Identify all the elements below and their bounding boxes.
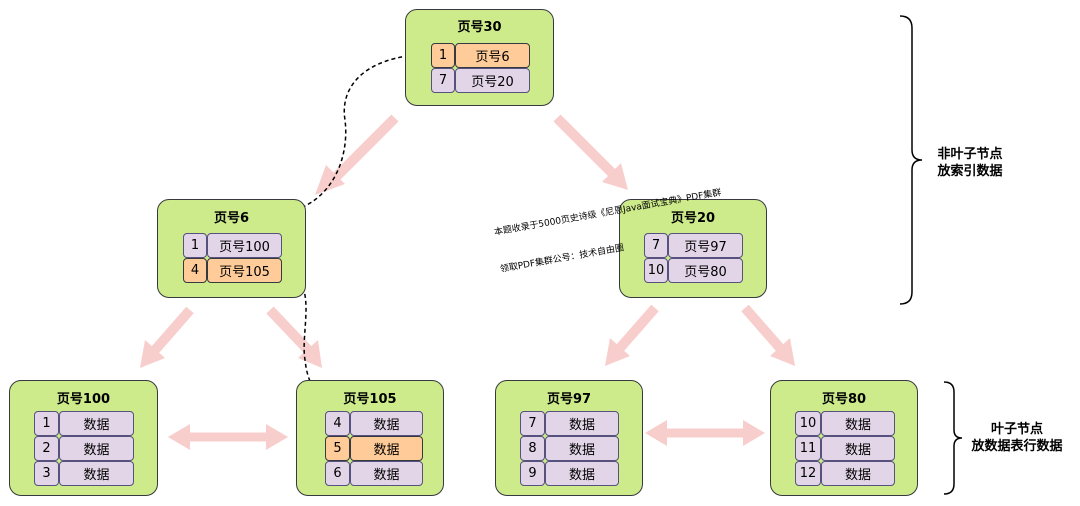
- node-title: 页号105: [343, 392, 397, 407]
- tree-node-page-20: 页号20 7 页号97 10 页号80: [619, 199, 767, 298]
- row-key: 5: [325, 436, 350, 461]
- leaf-label: 叶子节点 放数据表行数据: [962, 421, 1072, 455]
- row-key: 8: [520, 436, 545, 461]
- node-title: 页号97: [546, 392, 592, 407]
- leaf-label-line2: 放数据表行数据: [971, 439, 1063, 454]
- row-data: 数据: [350, 411, 423, 436]
- leaf-node-page-97: 页号97 7 数据 8 数据 9 数据: [495, 380, 643, 496]
- node-key: 7: [431, 68, 455, 93]
- row-data: 数据: [545, 411, 619, 436]
- arrowhead-n30-to-n6: [315, 165, 345, 195]
- arrow-n6-to-n105: [266, 306, 312, 354]
- tree-node-page-6: 页号6 1 页号100 4 页号105: [157, 199, 306, 298]
- arrow-n20-to-n80: [741, 304, 784, 352]
- row-key: 11: [795, 436, 821, 461]
- node-key: 1: [431, 43, 455, 68]
- row-key: 1: [34, 411, 59, 436]
- arrowhead-n6-to-n100: [140, 340, 165, 368]
- link-n100-n105-left-head: [168, 424, 190, 450]
- row-key: 7: [520, 411, 545, 436]
- node-pointer: 页号20: [455, 68, 530, 93]
- row-data: 数据: [350, 461, 423, 486]
- non-leaf-label-line2: 放索引数据: [937, 164, 1003, 179]
- row-key: 9: [520, 461, 545, 486]
- node-key: 7: [644, 233, 668, 258]
- node-title: 页号100: [56, 392, 111, 407]
- link-n100-n105-right-head: [266, 424, 288, 450]
- row-key: 2: [34, 436, 59, 461]
- node-key: 1: [183, 233, 207, 258]
- row-data: 数据: [821, 411, 895, 436]
- row-key: 12: [795, 461, 821, 486]
- arrow-n6-to-n100: [151, 306, 194, 354]
- row-data: 数据: [545, 461, 619, 486]
- node-key: 10: [644, 258, 668, 283]
- arrow-n30-to-n6: [331, 114, 399, 182]
- arrowhead-n30-to-n20: [602, 163, 628, 190]
- tree-node-page-30: 页号30 1 页号6 7 页号20: [405, 9, 554, 106]
- leaf-bracket: [943, 381, 963, 495]
- link-n97-n80-right-head: [743, 420, 765, 446]
- watermark-line-2: 领取PDF集群公号：技术自由圈: [499, 243, 625, 275]
- row-data: 数据: [545, 436, 619, 461]
- node-title: 页号80: [821, 392, 867, 407]
- arrowhead-n20-to-n97: [605, 338, 630, 366]
- node-pointer: 页号6: [455, 43, 530, 68]
- leaf-node-page-80: 页号80 10 数据 11 数据 12 数据: [770, 380, 918, 496]
- node-pointer: 页号97: [668, 233, 743, 258]
- node-title: 页号6: [213, 211, 250, 226]
- arrowhead-n6-to-n105: [298, 340, 322, 368]
- link-n97-n80-left-head: [645, 420, 667, 446]
- row-key: 4: [325, 411, 350, 436]
- arrow-n20-to-n97: [616, 304, 659, 352]
- row-key: 3: [34, 461, 59, 486]
- arrow-n30-to-n20: [553, 114, 616, 177]
- node-key: 4: [183, 258, 207, 283]
- non-leaf-bracket: [899, 15, 923, 305]
- node-title: 页号30: [457, 20, 502, 35]
- node-pointer: 页号80: [668, 258, 743, 283]
- non-leaf-label-line1: 非叶子节点: [937, 147, 1003, 162]
- row-data: 数据: [59, 436, 134, 461]
- node-title: 页号20: [670, 211, 716, 226]
- row-key: 6: [325, 461, 350, 486]
- leaf-label-line1: 叶子节点: [990, 422, 1043, 437]
- node-pointer: 页号105: [207, 258, 282, 283]
- non-leaf-label: 非叶子节点 放索引数据: [930, 146, 1010, 180]
- leaf-node-page-105: 页号105 4 数据 5 数据 6 数据: [296, 380, 444, 496]
- arrowhead-n20-to-n80: [770, 338, 795, 366]
- row-key: 10: [795, 411, 821, 436]
- leaf-node-page-100: 页号100 1 数据 2 数据 3 数据: [9, 380, 158, 496]
- row-data: 数据: [59, 411, 134, 436]
- row-data: 数据: [350, 436, 423, 461]
- row-data: 数据: [821, 436, 895, 461]
- row-data: 数据: [59, 461, 134, 486]
- row-data: 数据: [821, 461, 895, 486]
- node-pointer: 页号100: [207, 233, 282, 258]
